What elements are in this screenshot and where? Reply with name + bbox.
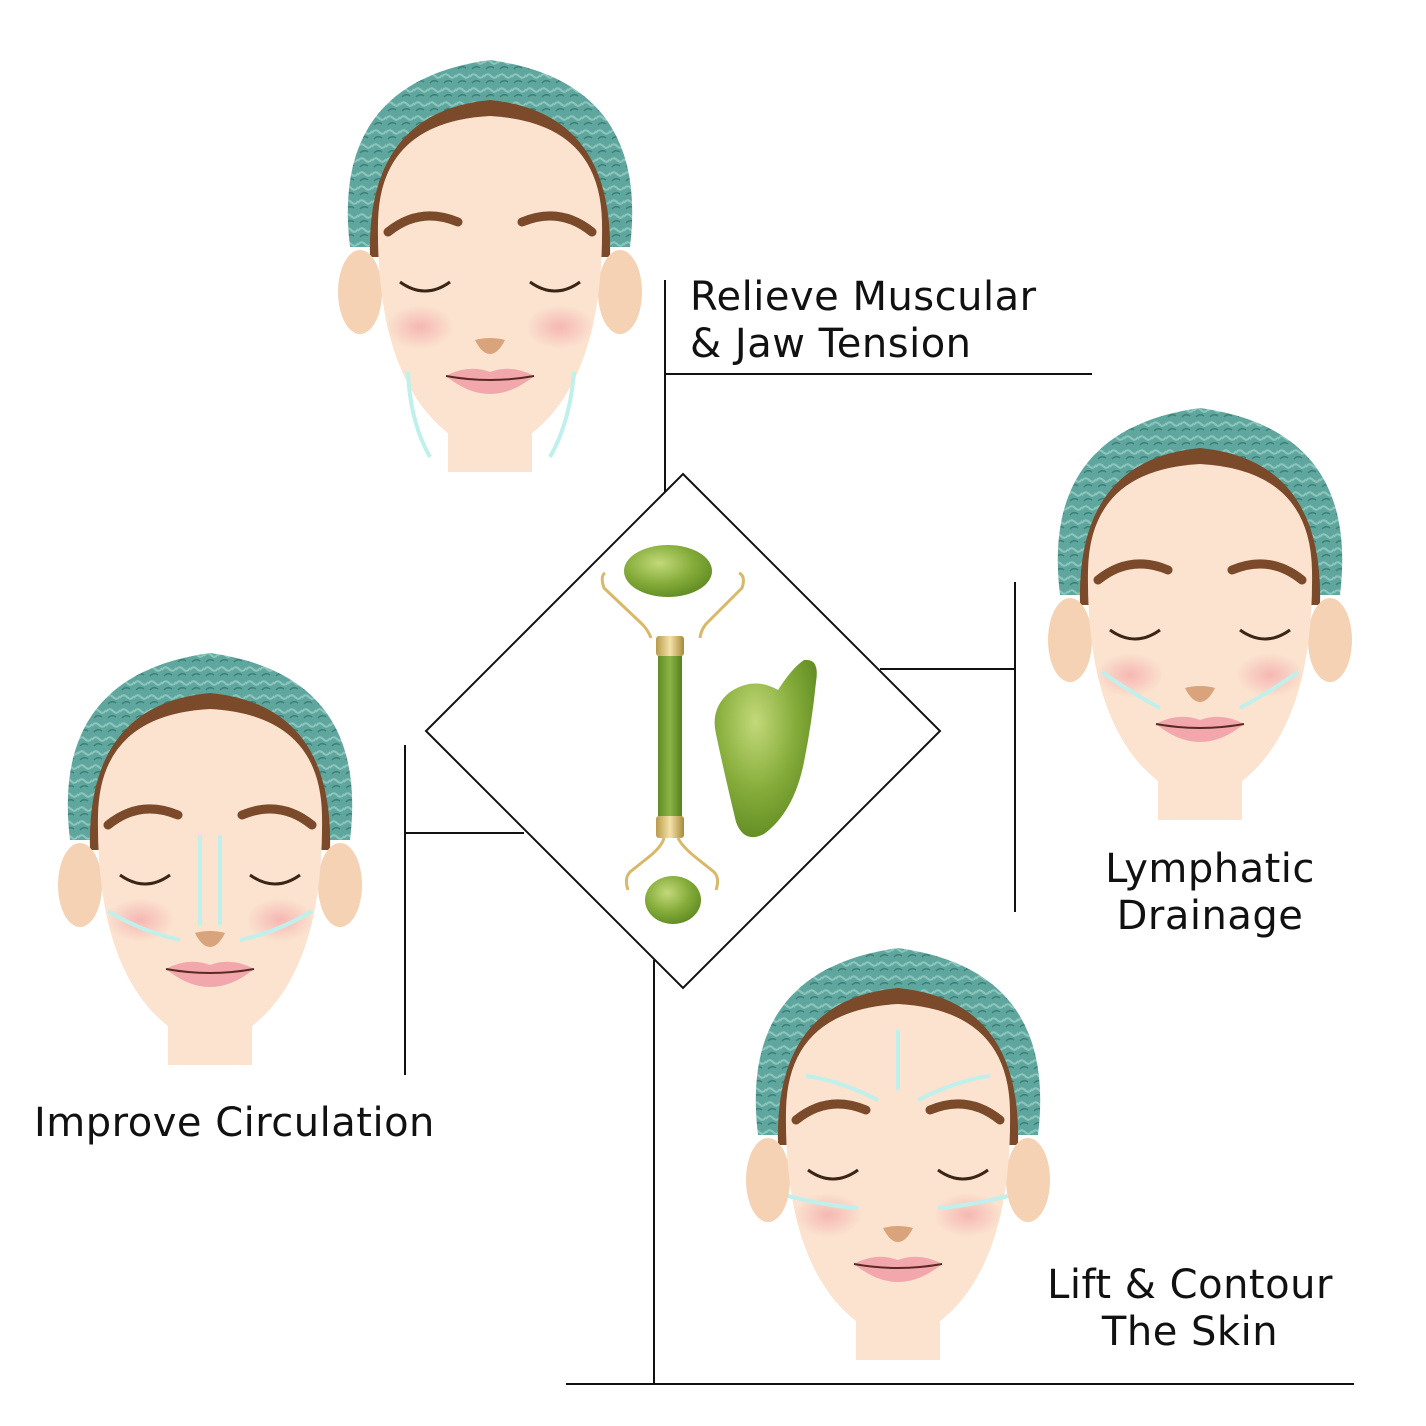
label-line: Drainage [1116, 893, 1304, 939]
arrow-icon [106, 909, 181, 942]
gua-sha-stone-icon [714, 659, 817, 838]
benefit-label-circ: Improve Circulation [34, 1100, 435, 1147]
jade-roller-icon [600, 545, 745, 924]
arrow-icon [548, 371, 576, 458]
connector-line-circ-vertical [404, 745, 406, 1075]
label-line: Lift & Contour [1047, 1262, 1333, 1308]
arrow-icon [937, 1194, 1009, 1210]
connector-line-lift-vertical [653, 960, 655, 1385]
connector-line-lift-horizontal [566, 1383, 1354, 1385]
face-illustration-circ [50, 635, 370, 1065]
label-line: The Skin [1101, 1309, 1279, 1355]
connector-line-jaw-vertical [664, 280, 666, 492]
label-line: & Jaw Tension [690, 321, 972, 367]
label-line: Improve Circulation [34, 1100, 435, 1146]
arrow-icon [917, 1074, 991, 1102]
connector-line-jaw-horizontal [664, 373, 1092, 375]
label-line: Relieve Muscular [690, 274, 1037, 320]
benefit-label-lift: Lift & Contour The Skin [1030, 1262, 1350, 1356]
connector-line-lymph-horizontal [880, 668, 1016, 670]
product-diamond [424, 472, 942, 990]
arrow-icon [787, 1194, 859, 1210]
arrow-icon [239, 909, 314, 942]
arrow-icon [1100, 670, 1161, 710]
arrow-icon [1239, 670, 1300, 710]
connector-line-circ-horizontal [404, 832, 524, 834]
face-illustration-lift [738, 930, 1058, 1360]
connector-line-lymph-vertical [1014, 582, 1016, 912]
arrow-icon [805, 1074, 879, 1102]
arrow-icon [406, 371, 432, 458]
face-illustration-lymph [1040, 390, 1360, 820]
label-line: Lymphatic [1105, 846, 1315, 892]
face-illustration-jaw [330, 42, 650, 472]
benefit-label-lymph: Lymphatic Drainage [1090, 846, 1330, 940]
benefit-label-jaw: Relieve Muscular & Jaw Tension [690, 274, 1037, 368]
